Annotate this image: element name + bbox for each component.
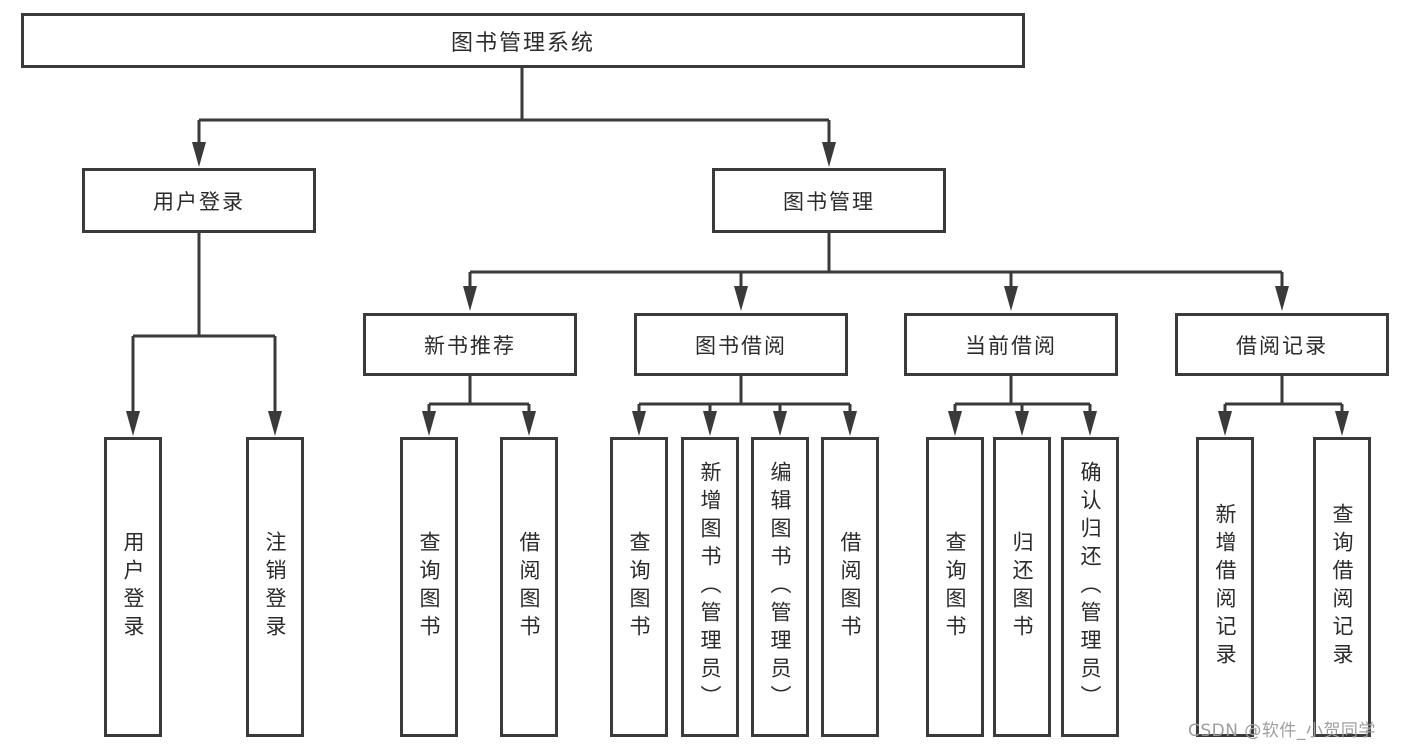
leaf-edit-books-admin: 编辑图书（管理员） [751, 437, 809, 737]
leaf-query-books-recommend: 查询图书 [400, 437, 458, 737]
leaf-user-login: 用户登录 [104, 437, 162, 737]
node-new-book-recommend: 新书推荐 [363, 313, 577, 376]
node-book-management: 图书管理 [712, 168, 946, 233]
node-borrow-records: 借阅记录 [1175, 313, 1389, 376]
leaf-query-books-borrow: 查询图书 [610, 437, 668, 737]
leaf-logout-login: 注销登录 [246, 437, 304, 737]
leaf-borrow-books: 借阅图书 [821, 437, 879, 737]
node-book-borrow: 图书借阅 [634, 313, 848, 376]
node-root-system: 图书管理系统 [21, 13, 1025, 68]
leaf-return-books: 归还图书 [993, 437, 1051, 737]
node-current-borrow: 当前借阅 [904, 313, 1118, 376]
leaf-add-borrow-record: 新增借阅记录 [1196, 437, 1254, 737]
leaf-borrow-books-recommend: 借阅图书 [500, 437, 558, 737]
node-user-login: 用户登录 [82, 168, 316, 233]
leaf-confirm-return-admin: 确认归还（管理员） [1061, 437, 1119, 737]
leaf-query-borrow-record: 查询借阅记录 [1313, 437, 1371, 737]
leaf-query-books-current: 查询图书 [926, 437, 984, 737]
csdn-watermark: CSDN @软件_小贺同学 [1188, 721, 1376, 741]
leaf-add-books-admin: 新增图书（管理员） [681, 437, 739, 737]
